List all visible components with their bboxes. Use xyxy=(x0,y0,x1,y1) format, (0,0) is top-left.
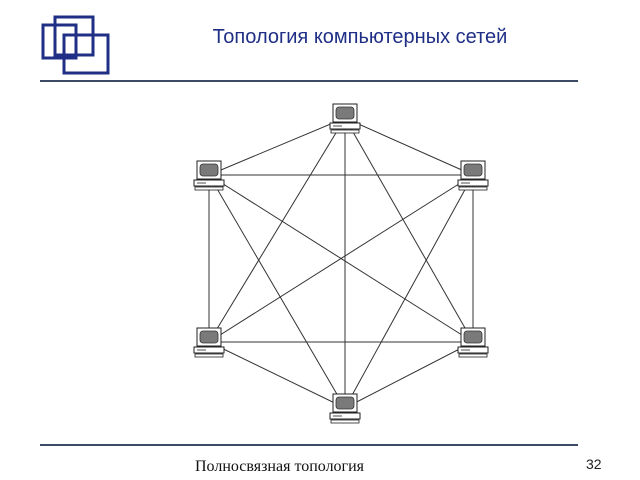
logo-icon xyxy=(41,15,110,75)
link-n1-n3 xyxy=(344,117,474,176)
link-n3-n4 xyxy=(208,174,474,343)
computer-icon xyxy=(193,327,225,358)
link-n1-n4 xyxy=(208,117,346,343)
title-divider xyxy=(40,80,578,82)
link-n5-n6 xyxy=(344,341,474,409)
diagram-caption: Полносвязная топология xyxy=(195,458,365,475)
link-n4-n6 xyxy=(208,341,346,409)
link-n1-n2 xyxy=(208,117,346,176)
link-n1-n5 xyxy=(344,117,474,343)
link-n3-n6 xyxy=(344,174,474,409)
computer-icon xyxy=(457,160,489,191)
edge-layer xyxy=(208,117,474,409)
computer-icon xyxy=(193,160,225,191)
network-diagram xyxy=(193,103,489,424)
page-number: 32 xyxy=(586,456,602,472)
slide-title: Топология компьютерных сетей xyxy=(212,26,508,48)
footer-divider xyxy=(40,444,578,446)
computer-icon xyxy=(457,327,489,358)
node-layer xyxy=(193,103,489,424)
computer-icon xyxy=(329,393,361,424)
link-n2-n6 xyxy=(208,174,346,409)
computer-icon xyxy=(329,103,361,134)
